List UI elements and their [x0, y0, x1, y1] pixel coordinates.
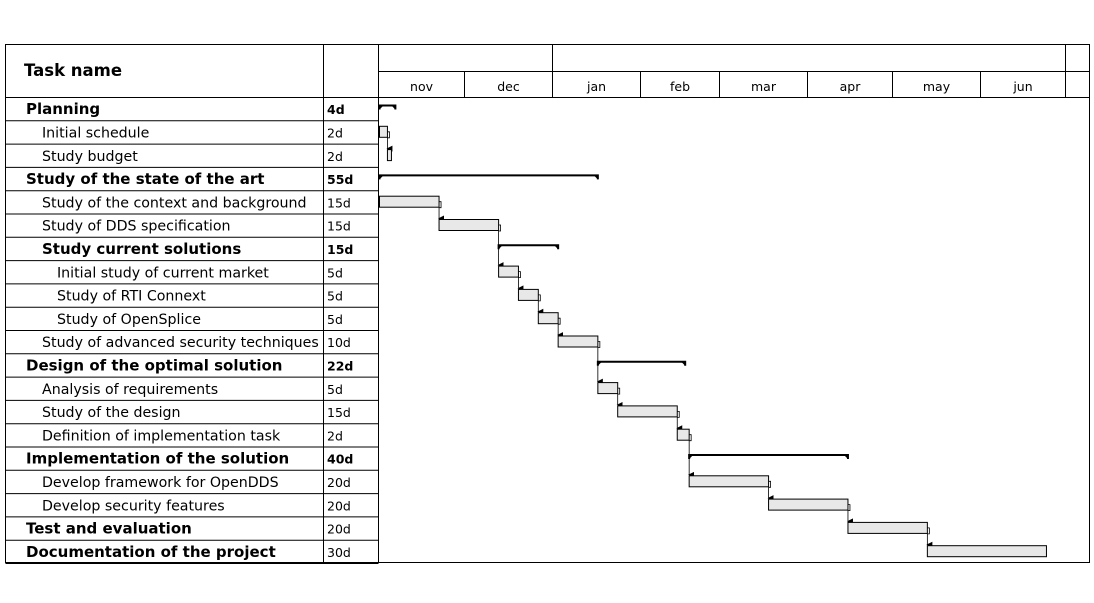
task-name: Study of RTI Connext	[57, 289, 206, 305]
task-bar	[676, 428, 690, 441]
task-duration: 5d	[327, 312, 343, 327]
task-name: Analysis of requirements	[42, 382, 218, 398]
task-name: Study of the design	[42, 405, 181, 421]
summary-bar-end	[379, 175, 384, 180]
task-name: Develop security features	[42, 498, 225, 514]
task-name: Study of DDS specification	[42, 219, 231, 235]
dependency-arrow	[688, 434, 695, 478]
task-duration: 15d	[327, 242, 353, 257]
task-bar	[438, 219, 500, 231]
summary-bar-end	[689, 455, 694, 459]
dependency-arrow	[497, 224, 504, 269]
summary-bar-end	[597, 361, 602, 366]
summary-bar-end	[593, 175, 598, 180]
dependency-arrow	[926, 527, 933, 548]
task-duration: 20d	[327, 522, 351, 537]
task-name: Study of OpenSplice	[57, 312, 201, 328]
summary-bar	[497, 244, 560, 250]
task-bar	[537, 312, 559, 325]
task-name: Study of the state of the art	[26, 170, 264, 188]
task-name: Test and evaluation	[26, 520, 192, 538]
task-bar	[768, 498, 849, 511]
task-duration: 30d	[327, 545, 351, 560]
task-duration: 4d	[327, 102, 345, 117]
task-bar	[688, 475, 770, 488]
month-label-jun: jun	[1012, 79, 1032, 94]
task-duration: 20d	[327, 475, 351, 490]
task-duration: 10d	[327, 335, 351, 350]
task-bar	[847, 521, 928, 534]
task-duration: 5d	[327, 289, 343, 304]
summary-bar-end	[498, 245, 503, 250]
month-label-feb: feb	[670, 79, 690, 94]
task-duration: 22d	[327, 358, 353, 373]
dependency-arrow	[438, 201, 445, 222]
task-bar	[379, 195, 440, 208]
task-duration: 2d	[327, 125, 343, 140]
summary-bar-end	[391, 105, 396, 110]
task-name: Design of the optimal solution	[26, 356, 282, 374]
task-name: Definition of implementation task	[42, 428, 281, 444]
task-bar	[498, 265, 519, 278]
dependency-arrow	[537, 294, 544, 315]
month-label-mar: mar	[751, 79, 777, 94]
dependency-arrow	[596, 341, 603, 385]
task-name: Implementation of the solution	[26, 450, 289, 468]
summary-bar	[378, 174, 599, 180]
task-name: Develop framework for OpenDDS	[42, 475, 279, 491]
task-name: Planning	[26, 100, 100, 118]
task-name: Study budget	[42, 149, 138, 165]
summary-bar	[688, 454, 849, 459]
task-duration: 40d	[327, 452, 353, 467]
task-bar	[386, 149, 392, 162]
month-label-apr: apr	[840, 79, 862, 94]
dependency-arrow	[386, 131, 393, 152]
dependency-arrow	[517, 271, 524, 292]
task-bar	[597, 382, 619, 395]
task-duration: 15d	[327, 195, 351, 210]
task-duration: 20d	[327, 498, 351, 513]
task-bar	[557, 335, 599, 348]
month-label-may: may	[923, 79, 951, 94]
month-label-nov: nov	[410, 79, 434, 94]
task-bar	[617, 405, 678, 418]
task-duration: 15d	[327, 405, 351, 420]
summary-bar	[596, 360, 687, 366]
dependency-arrow	[767, 480, 774, 502]
task-bar	[926, 545, 1047, 558]
summary-bar-end	[379, 105, 384, 110]
task-bar	[379, 125, 388, 138]
task-name: Initial study of current market	[57, 265, 269, 281]
month-label-jan: jan	[586, 79, 606, 94]
dependency-arrow	[676, 411, 683, 432]
task-name: Study current solutions	[42, 240, 241, 258]
dependency-arrow	[616, 387, 623, 408]
task-duration: 15d	[327, 219, 351, 234]
task-name: Study of advanced security techniques	[42, 335, 319, 351]
task-duration: 5d	[327, 265, 343, 280]
summary-bar-end	[843, 455, 848, 459]
month-label-dec: dec	[497, 79, 520, 94]
table-frame	[5, 44, 1090, 563]
task-bar	[517, 288, 539, 301]
dependency-arrow	[846, 504, 853, 525]
summary-bar-end	[554, 245, 559, 250]
task-name-header: Task name	[24, 61, 122, 80]
task-name: Documentation of the project	[26, 543, 276, 561]
task-duration: 2d	[327, 149, 343, 164]
dependency-arrow	[557, 317, 564, 338]
task-duration: 5d	[327, 382, 343, 397]
task-duration: 55d	[327, 172, 353, 187]
task-name: Initial schedule	[42, 125, 149, 141]
task-name: Study of the context and background	[42, 195, 307, 211]
summary-bar-end	[681, 361, 686, 366]
task-duration: 2d	[327, 428, 343, 443]
